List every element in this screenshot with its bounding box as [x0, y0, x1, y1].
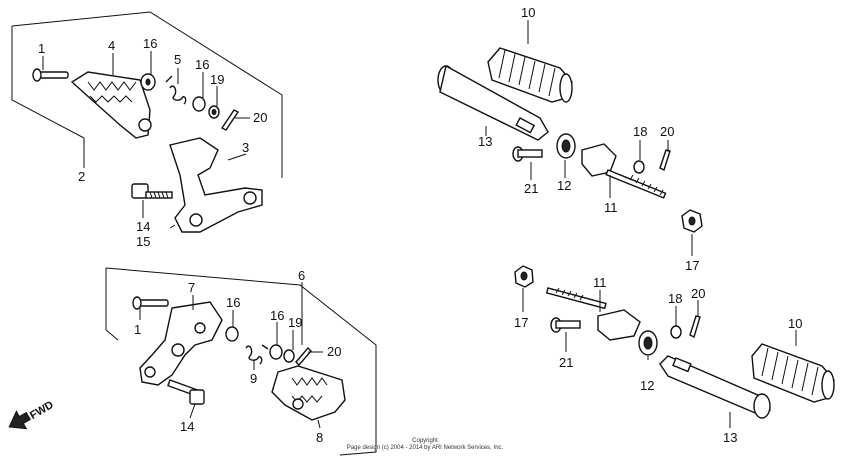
label-8: 8	[316, 430, 323, 445]
bolt-14b	[167, 379, 205, 405]
label-21: 21	[559, 355, 573, 370]
washer-16b	[192, 96, 206, 112]
footpeg-rubber-10a	[487, 47, 573, 103]
label-3: 3	[242, 140, 249, 155]
label-1: 1	[134, 322, 141, 337]
label-10: 10	[521, 5, 535, 20]
arrow-icon	[8, 410, 31, 430]
spring-5	[165, 75, 187, 105]
label-12: 12	[640, 378, 654, 393]
label-20: 20	[660, 124, 674, 139]
label-16: 16	[226, 295, 240, 310]
label-16: 16	[143, 36, 157, 51]
spring-9	[245, 344, 269, 365]
nut-17b	[514, 265, 534, 288]
nut-18a	[633, 160, 645, 174]
label-5: 5	[174, 52, 181, 67]
nut-17a	[681, 209, 703, 233]
bracket-7	[139, 301, 223, 386]
label-15: 15	[136, 234, 150, 249]
footpeg-8	[271, 365, 346, 421]
label-7: 7	[188, 280, 195, 295]
bracket-3	[169, 137, 263, 233]
label-20: 20	[253, 110, 267, 125]
step-bar-13a	[437, 64, 549, 141]
fwd-label: FWD	[28, 399, 56, 422]
label-19: 19	[210, 72, 224, 87]
label-11: 11	[593, 275, 607, 290]
label-13: 13	[723, 430, 737, 445]
label-2: 2	[78, 169, 85, 184]
label-16: 16	[270, 308, 284, 323]
label-13: 13	[478, 134, 492, 149]
assembly-lower-left: 1 7 16 6 16 19 20 9 14 8	[105, 267, 377, 456]
copyright-line1: Copyright	[412, 438, 438, 444]
label-20: 20	[691, 286, 705, 301]
cotter-pin-20c	[659, 149, 671, 171]
bolt-1	[32, 68, 69, 82]
pivot-rod-11b	[545, 287, 641, 341]
label-17: 17	[514, 315, 528, 330]
forward-arrow: FWD	[8, 399, 56, 430]
footpeg-rubber-10b	[751, 343, 835, 403]
label-1: 1	[38, 41, 45, 56]
label-6: 6	[298, 268, 305, 283]
cotter-pin-20d	[689, 315, 701, 338]
footpeg-4	[70, 71, 152, 139]
pivot-rod-11a	[581, 143, 667, 199]
copyright-line2: Page design (c) 2004 - 2014 by ARI Netwo…	[346, 445, 504, 451]
assembly-lower-right: 17 11 21 12 18 20 10 13	[514, 265, 835, 445]
cotter-pin-20a	[220, 109, 240, 131]
label-18: 18	[633, 124, 647, 139]
label-9: 9	[250, 371, 257, 386]
cotter-pin-20b	[295, 346, 312, 367]
label-18: 18	[668, 291, 682, 306]
label-21: 21	[524, 181, 538, 196]
label-16: 16	[195, 57, 209, 72]
label-14: 14	[136, 219, 150, 234]
washer-19b	[283, 349, 295, 363]
assembly-upper-right: 10 13 21 12 11 18 20 17	[437, 5, 703, 273]
washer-16d	[269, 344, 283, 360]
pin-21a	[512, 146, 543, 162]
bolt-1b	[132, 296, 169, 310]
label-12: 12	[557, 178, 571, 193]
bolt-14	[131, 183, 173, 199]
label-19: 19	[288, 315, 302, 330]
label-4: 4	[108, 38, 115, 53]
step-bar-13b	[659, 355, 772, 419]
label-11: 11	[604, 200, 618, 215]
label-10: 10	[788, 316, 802, 331]
washer-16c	[225, 326, 239, 342]
label-20: 20	[327, 344, 341, 359]
label-17: 17	[685, 258, 699, 273]
nut-18b	[670, 325, 682, 339]
label-14: 14	[180, 419, 194, 434]
assembly-upper-left: 1 4 16 5 16 19 20 3 2 14 15	[11, 11, 283, 249]
pin-21b	[550, 317, 581, 333]
